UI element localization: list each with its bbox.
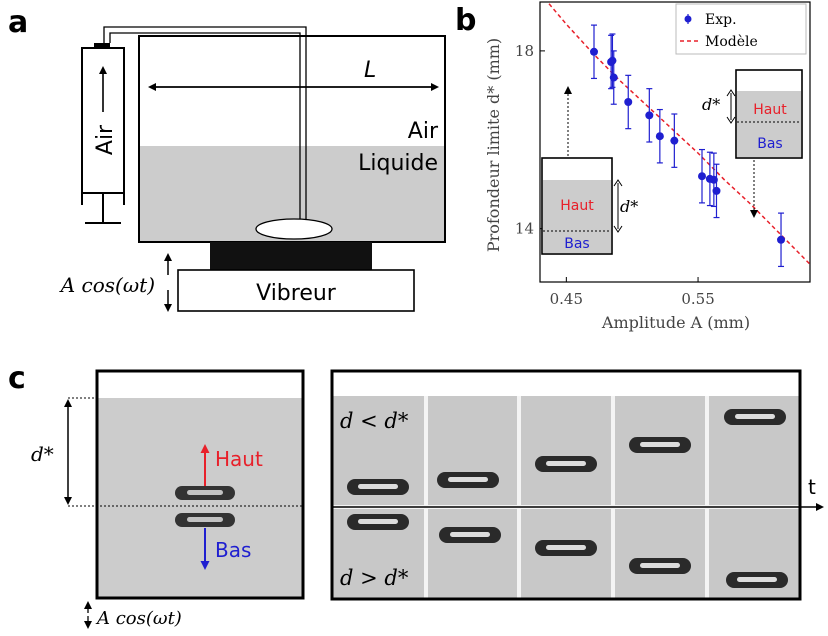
inset2-bottom-label: Bas <box>757 136 782 152</box>
photo-bubble-bottom-2 <box>535 540 597 556</box>
photo-bubble-top-1 <box>437 472 499 488</box>
photo-bubble-bottom-4 <box>726 572 788 588</box>
panel-label-c: c <box>8 361 26 396</box>
tank: L Air Liquide <box>138 35 446 243</box>
panel-label-b: b <box>455 3 476 38</box>
liquid-label: Liquide <box>358 151 438 176</box>
inset2-top-label: Haut <box>753 102 787 118</box>
data-point-2 <box>608 56 617 65</box>
shaker: Vibreur <box>177 242 415 312</box>
chart-b: 0.45 0.55 14 18 Profondeur limite d* (mm) A… <box>484 1 811 332</box>
inset2-d-label: d* <box>702 95 720 114</box>
photo-sequence: d < d* d > d* <box>330 369 802 601</box>
legend-marker-exp <box>684 15 692 23</box>
bubble-lower <box>175 513 235 527</box>
photo-bubble-bottom-0 <box>347 514 409 530</box>
data-point-0 <box>590 47 598 56</box>
y-tick-label-0: 14 <box>515 220 534 238</box>
data-point-12 <box>777 235 786 244</box>
x-axis-label: Amplitude A (mm) <box>601 313 750 332</box>
data-point-5 <box>645 111 654 120</box>
photo-bubble-bottom-1 <box>439 527 501 543</box>
c-up-label: Haut <box>215 447 263 471</box>
c-forcing-label: A cos(ωt) <box>95 608 182 629</box>
x-tick-label-0: 0.45 <box>550 290 583 308</box>
data-point-10 <box>709 175 718 184</box>
plot-frame <box>539 1 811 283</box>
legend-exp: Exp. <box>705 12 737 28</box>
inset1-top-label: Haut <box>560 198 594 214</box>
row-bottom-label: d > d* <box>340 566 409 590</box>
bubble-upper <box>175 486 235 500</box>
data-point-6 <box>655 132 664 141</box>
data-point-8 <box>698 172 706 181</box>
syringe: Air <box>81 43 125 224</box>
inset-low-amplitude: Haut Bas d* <box>541 86 638 255</box>
y-tick-label-1: 18 <box>515 42 534 60</box>
photo-bubble-top-4 <box>724 409 786 425</box>
shaker-label: Vibreur <box>256 281 337 306</box>
inset-high-amplitude: Haut Bas d* <box>702 69 803 218</box>
c-d-label: d* <box>31 442 54 466</box>
data-point-11 <box>712 186 721 195</box>
legend: Exp. Modèle <box>675 3 807 55</box>
x-tick-label-1: 0.55 <box>681 290 714 308</box>
syringe-air-label: Air <box>93 124 118 155</box>
forcing-label-a: A cos(ωt) <box>59 273 155 297</box>
inset1-d-label: d* <box>620 197 638 216</box>
legend-model: Modèle <box>705 34 758 50</box>
data-point-3 <box>609 73 618 82</box>
photo-bubble-top-3 <box>629 437 691 453</box>
bubble <box>255 218 333 240</box>
air-tube <box>103 26 307 224</box>
data-point-4 <box>624 98 633 106</box>
air-label: Air <box>408 119 439 144</box>
model-curve <box>546 2 810 265</box>
panel-label-a: a <box>8 5 28 40</box>
inset1-bottom-label: Bas <box>564 236 589 252</box>
row-top-label: d < d* <box>340 409 409 433</box>
photo-bubble-top-2 <box>535 456 597 472</box>
y-axis-label: Profondeur limite d* (mm) <box>484 38 503 252</box>
length-label: L <box>364 58 376 83</box>
panel-c-schematic: d* Haut Bas A cos(ωt) <box>31 369 305 629</box>
c-down-label: Bas <box>215 538 251 562</box>
photo-bubble-bottom-3 <box>629 558 691 574</box>
data-point-7 <box>670 136 679 145</box>
time-label: t <box>808 475 816 499</box>
photo-bubble-top-0 <box>347 479 409 495</box>
